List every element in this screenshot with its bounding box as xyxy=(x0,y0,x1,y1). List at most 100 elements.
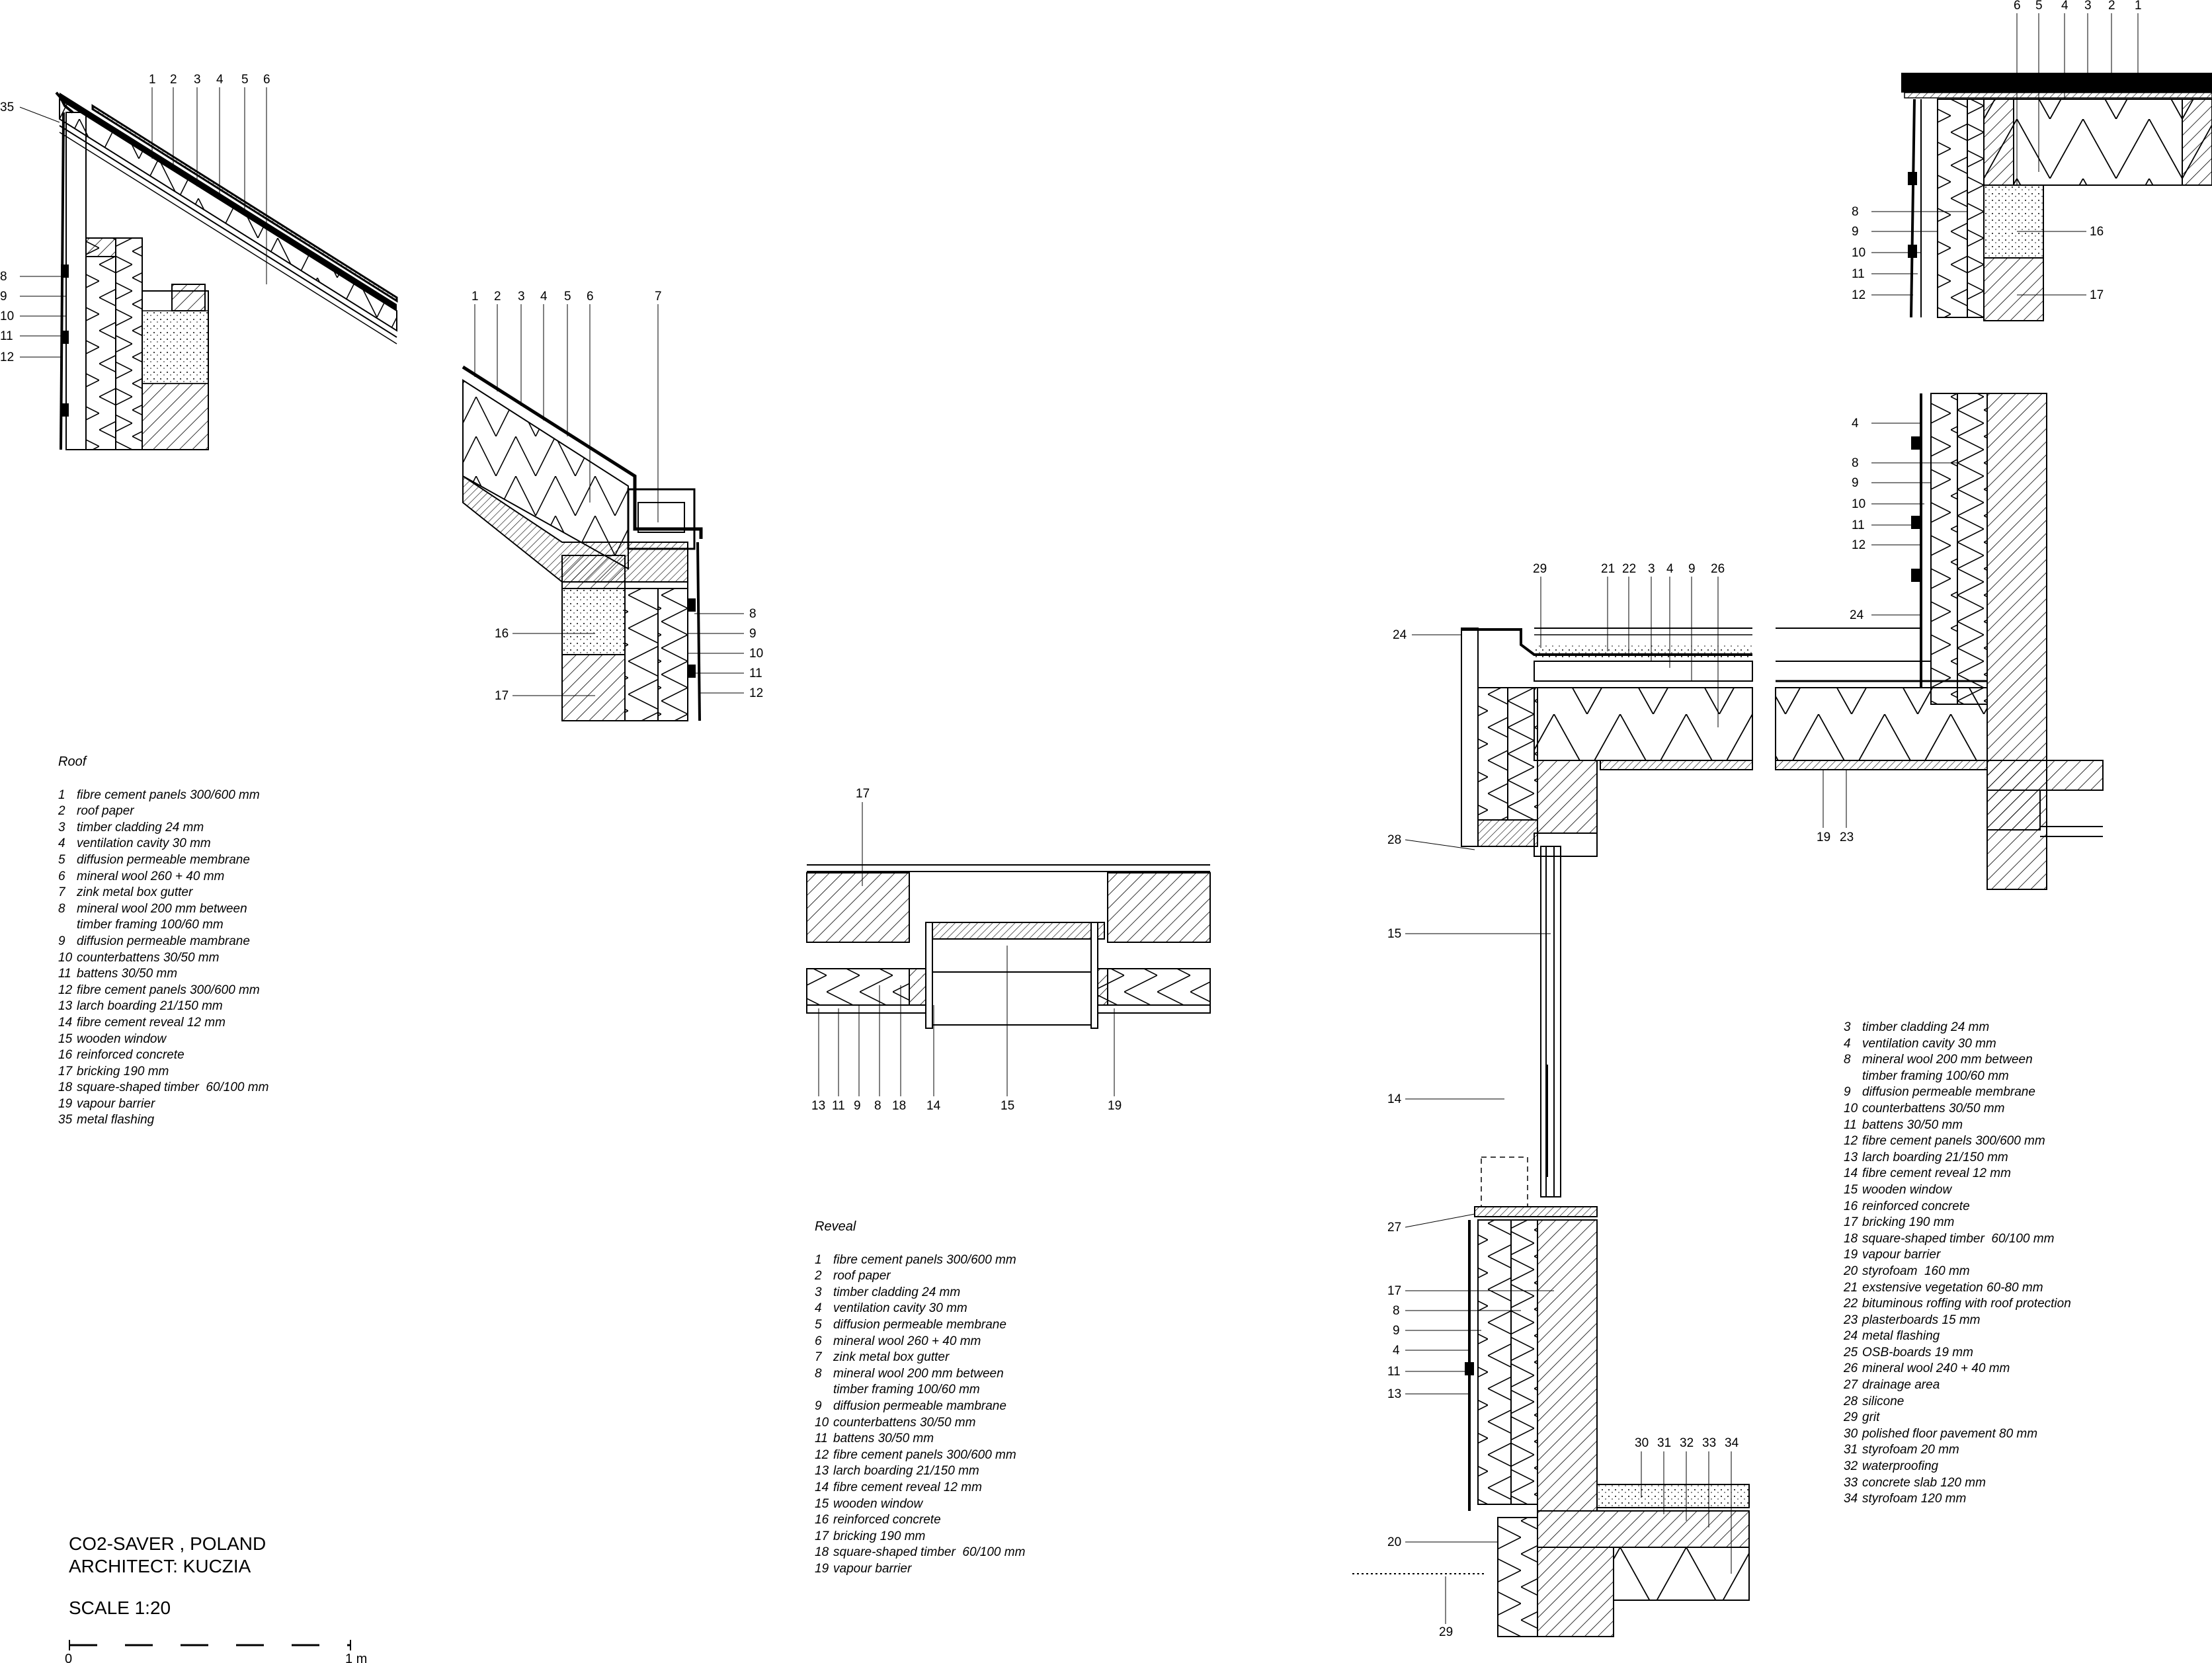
callout-label: 33 xyxy=(1702,1436,1716,1450)
callout-label: 17 xyxy=(856,787,870,801)
legend-item-number: 23 xyxy=(1844,1313,1858,1327)
legend-item-number: 26 xyxy=(1844,1361,1858,1376)
legend-item-text: mineral wool 260 + 40 mm xyxy=(833,1334,981,1348)
legend-item-text: polished floor pavement 80 mm xyxy=(1862,1426,2038,1441)
legend-item: timber framing 100/60 mm xyxy=(815,1382,1025,1399)
callout-label: 9 xyxy=(1852,225,1859,239)
callout-label: 8 xyxy=(1393,1304,1400,1318)
legend-item-number: 8 xyxy=(1844,1053,1851,1067)
legend-item-number: 31 xyxy=(1844,1443,1858,1457)
legend-item-number: 4 xyxy=(815,1301,822,1316)
legend-item-number: 16 xyxy=(58,1048,73,1063)
legend-item-text: styrofoam 120 mm xyxy=(1862,1492,1967,1506)
legend-item-number: 7 xyxy=(815,1350,822,1365)
legend-item-number: 13 xyxy=(58,999,73,1014)
callout-label: 9 xyxy=(1688,562,1696,576)
legend-item-text: OSB-boards 19 mm xyxy=(1862,1345,1973,1359)
callout-label: 11 xyxy=(749,667,762,680)
callout-label: 1 xyxy=(471,290,479,304)
callout-label: 30 xyxy=(1635,1436,1649,1450)
callout-label: 2 xyxy=(2108,0,2115,13)
legend-item-text: waterproofing xyxy=(1862,1459,1939,1474)
callout-label: 12 xyxy=(1852,538,1865,552)
callout-label: 13 xyxy=(811,1099,825,1113)
legend-item-text: wooden window xyxy=(77,1032,167,1046)
legend-item-number: 32 xyxy=(1844,1459,1858,1474)
legend-item-number: 19 xyxy=(58,1096,73,1111)
callout-label: 9 xyxy=(1393,1324,1400,1338)
legend-item-text: diffusion permeable membrane xyxy=(833,1317,1006,1332)
callout-label: 1 xyxy=(149,73,156,87)
callout-label: 11 xyxy=(1852,267,1865,281)
legend-item-number: 2 xyxy=(58,804,65,819)
wall-section-callouts: 4 8 9 10 11 12 24 29 21 22 3 4 9 26 24 2… xyxy=(1387,417,1957,1639)
callout-label: 35 xyxy=(0,101,14,114)
callout-label: 14 xyxy=(926,1099,941,1113)
callout-label: 11 xyxy=(1852,518,1865,532)
legend-item-number: 6 xyxy=(58,869,65,883)
legend-item-text: larch boarding 21/150 mm xyxy=(833,1464,979,1479)
roof-wall-detail xyxy=(1901,73,2212,321)
legend-item-number: 17 xyxy=(58,1064,73,1078)
legend-item-number: 29 xyxy=(1844,1410,1858,1425)
callout-label: 10 xyxy=(0,309,14,323)
legend-item-text: counterbattens 30/50 mm xyxy=(833,1415,976,1430)
legend-item-text: timber framing 100/60 mm xyxy=(833,1383,980,1397)
callout-label: 11 xyxy=(832,1099,845,1113)
legend-item-number: 4 xyxy=(58,836,65,851)
legend-item-text: roof paper xyxy=(833,1269,891,1283)
legend-item-text: vapour barrier xyxy=(1862,1248,1941,1262)
callout-label: 9 xyxy=(0,290,7,304)
callout-label: 3 xyxy=(2084,0,2092,13)
callout-label: 15 xyxy=(1387,927,1401,941)
callout-label: 16 xyxy=(2090,225,2104,239)
callout-label: 8 xyxy=(874,1099,881,1113)
wall-section-detail xyxy=(1352,393,2104,1637)
callout-label: 4 xyxy=(1393,1344,1400,1358)
legend-item-text: drainage area xyxy=(1862,1378,1940,1393)
legend-item-text: diffusion permeable membrane xyxy=(77,852,250,867)
legend-item-text: wooden window xyxy=(833,1496,923,1511)
reveal-callouts: 17 13 11 9 8 18 14 15 19 xyxy=(811,787,1122,1113)
legend-item: 32 waterproofing xyxy=(1844,1459,2071,1475)
callout-label: 23 xyxy=(1840,831,1854,844)
callout-label: 22 xyxy=(1622,562,1636,576)
legend-item-text: diffusion permeable mambrane xyxy=(77,934,250,948)
legend-item-text: square-shaped timber 60/100 mm xyxy=(77,1080,269,1095)
callout-label: 6 xyxy=(2014,0,2021,13)
callout-label: 19 xyxy=(1108,1099,1122,1113)
callout-label: 26 xyxy=(1711,562,1725,576)
callout-label: 9 xyxy=(854,1099,861,1113)
legend-item-number: 18 xyxy=(815,1545,829,1560)
callout-label: 10 xyxy=(749,647,763,661)
callout-label: 6 xyxy=(263,73,270,87)
scale-label: SCALE 1:20 xyxy=(69,1598,171,1618)
architect-label: ARCHITECT: KUCZIA xyxy=(69,1556,251,1576)
legend-item-text: square-shaped timber 60/100 mm xyxy=(833,1545,1026,1560)
legend-item-number: 10 xyxy=(1844,1101,1858,1115)
reveal-detail xyxy=(806,864,1211,1029)
